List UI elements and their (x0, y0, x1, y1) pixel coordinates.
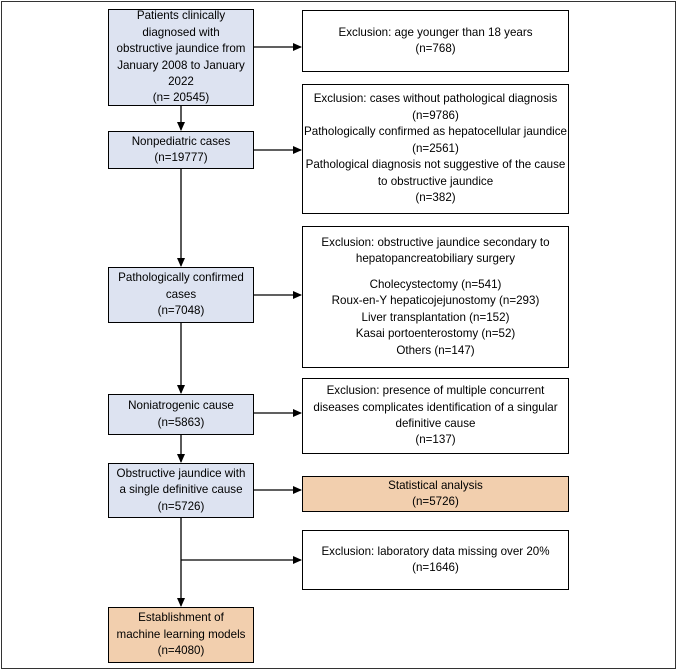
exclusion-text: Pathologically confirmed as hepatocellul… (304, 125, 567, 139)
analysis-text: Statistical analysis (388, 478, 483, 492)
exclusion-item: Roux-en-Y hepaticojejunostomy (n=293) (331, 294, 540, 308)
exclusion-count: (n=1646) (412, 561, 459, 574)
exclusion-text: Exclusion: cases without pathological di… (313, 92, 558, 106)
exclusion-text: diseases complicates identification of a… (313, 400, 558, 414)
step-text: 2022 (168, 74, 194, 88)
step-count: (n=5726) (157, 499, 205, 513)
step-text: Pathologically confirmed (118, 271, 244, 285)
step-pathologically-confirmed: Pathologically confirmed cases (n=7048) (108, 267, 254, 323)
step-count: (n=4080) (157, 644, 205, 658)
step-text: Patients clinically (136, 9, 226, 23)
exclusion-text: definitive cause (395, 417, 476, 430)
step-count: (n=19777) (154, 151, 208, 164)
step-text: diagnosed with (142, 25, 220, 39)
statistical-analysis: Statistical analysis (n=5726) (302, 476, 569, 512)
step-count: (n=5863) (157, 415, 205, 429)
step-count: (n= 20545) (152, 91, 210, 105)
exclusion-count: (n=768) (415, 42, 456, 55)
exclusion-count: (n=9786) (412, 108, 459, 122)
exclusion-item: Cholecystectomy (n=541) (369, 277, 502, 291)
step-single-definitive-cause: Obstructive jaundice with a single defin… (108, 463, 254, 518)
exclusion-text: Pathological diagnosis not suggestive of… (305, 158, 566, 172)
step-text: a single definitive cause (119, 483, 243, 497)
exclusion-age: Exclusion: age younger than 18 years (n=… (302, 10, 569, 72)
exclusion-header: hepatopancreatobiliary surgery (355, 252, 516, 266)
exclusion-item: Others (n=147) (396, 343, 475, 357)
exclusion-text: Exclusion: presence of multiple concurre… (326, 384, 545, 398)
step-initial-patients: Patients clinically diagnosed with obstr… (108, 9, 254, 106)
step-text: Establishment of (138, 611, 224, 625)
step-text: Noniatrogenic cause (128, 399, 234, 413)
exclusion-text: Exclusion: laboratory data missing over … (321, 544, 550, 558)
step-text: cases (165, 287, 197, 301)
step-count: (n=7048) (157, 304, 205, 318)
exclusion-count: (n=382) (415, 191, 456, 205)
exclusion-item: Kasai portoenterostomy (n=52) (355, 327, 516, 341)
exclusion-item: Liver transplantation (n=152) (361, 310, 510, 324)
step-nonpediatric: Nonpediatric cases (n=19777) (108, 131, 254, 169)
step-machine-learning-models: Establishment of machine learning models… (108, 607, 254, 663)
step-text: machine learning models (116, 627, 246, 641)
step-noniatrogenic: Noniatrogenic cause (n=5863) (108, 394, 254, 435)
step-text: Obstructive jaundice with (116, 466, 246, 480)
step-text: Nonpediatric cases (131, 134, 231, 148)
exclusion-lab-data: Exclusion: laboratory data missing over … (302, 530, 569, 590)
step-text: obstructive jaundice from (116, 42, 246, 56)
exclusion-text: Exclusion: age younger than 18 years (338, 25, 533, 39)
exclusion-count: (n=137) (415, 433, 456, 447)
exclusion-multiple-diseases: Exclusion: presence of multiple concurre… (302, 378, 569, 454)
exclusion-iatrogenic: Exclusion: obstructive jaundice secondar… (302, 226, 569, 368)
exclusion-pathological: Exclusion: cases without pathological di… (302, 84, 569, 214)
exclusion-count: (n=2561) (412, 141, 459, 155)
exclusion-text: to obstructive jaundice (377, 174, 494, 188)
exclusion-header: Exclusion: obstructive jaundice secondar… (321, 235, 550, 249)
analysis-count: (n=5726) (412, 495, 459, 508)
step-text: January 2008 to January (117, 58, 245, 72)
